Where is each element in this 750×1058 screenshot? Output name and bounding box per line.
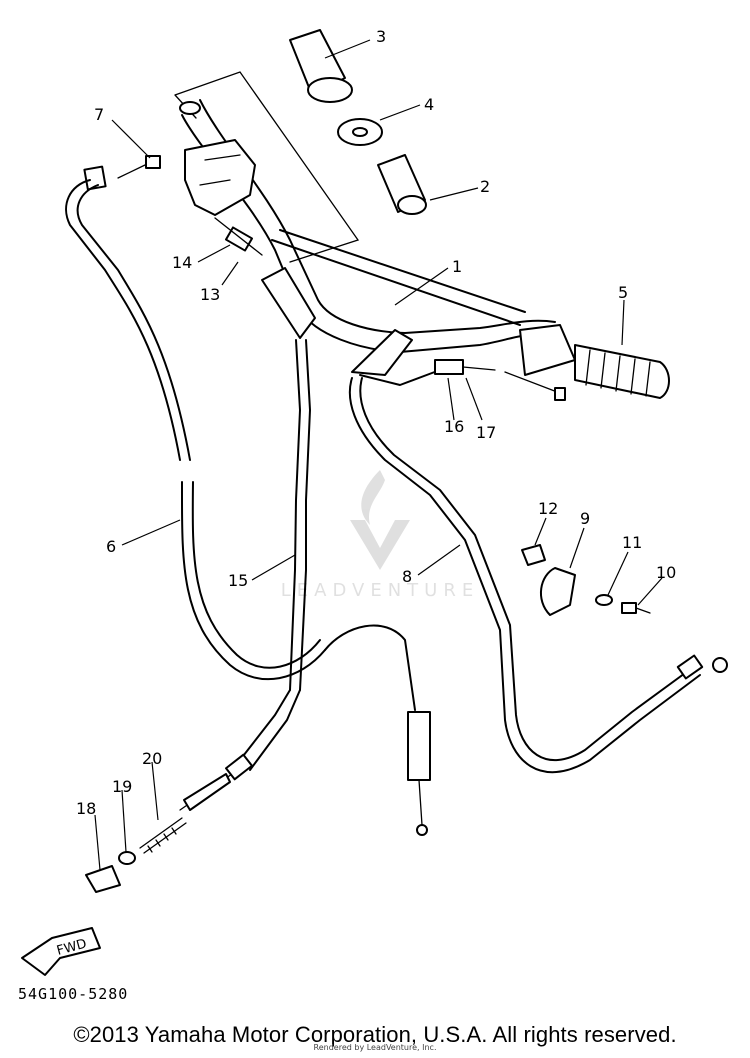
callout-12: 12 — [538, 499, 558, 518]
nut-7 — [145, 155, 161, 169]
throttle-cable — [65, 165, 431, 836]
throttle-tube — [377, 154, 427, 215]
callout-17: 17 — [476, 423, 496, 442]
left-lever-holder — [261, 267, 316, 339]
callout-6: 6 — [106, 537, 116, 556]
cable-adjuster-right — [434, 359, 566, 401]
adjuster-parts-bottom — [85, 817, 187, 893]
grip-right — [519, 324, 670, 399]
cable-adjuster-left — [214, 217, 263, 256]
callout-1: 1 — [452, 257, 462, 276]
callout-20: 20 — [142, 749, 162, 768]
callout-10: 10 — [656, 563, 676, 582]
callout-4: 4 — [424, 95, 434, 114]
leader-lines — [94, 39, 663, 871]
callout-19: 19 — [112, 777, 132, 796]
callout-7: 7 — [94, 105, 104, 124]
cable-15 — [179, 339, 311, 811]
callout-11: 11 — [622, 533, 642, 552]
callout-18: 18 — [76, 799, 96, 818]
clutch-cable — [348, 377, 728, 774]
callout-8: 8 — [402, 567, 412, 586]
grip-left — [289, 29, 353, 103]
watermark-text: LEADVENTURE — [280, 580, 480, 601]
copyright-notice: ©2013 Yamaha Motor Corporation, U.S.A. A… — [73, 1022, 677, 1047]
callout-16: 16 — [444, 417, 464, 436]
callout-9: 9 — [580, 509, 590, 528]
clutch-lever-holder — [351, 329, 441, 386]
callout-14: 14 — [172, 253, 192, 272]
callout-13: 13 — [200, 285, 220, 304]
part-code: 54G100-5280 — [18, 985, 129, 1003]
hot-starter-lever-parts — [521, 544, 651, 616]
callout-3: 3 — [376, 27, 386, 46]
rendered-by-notice: Rendered by LeadVenture, Inc. — [313, 1043, 437, 1052]
callout-numbers: 1 2 3 4 5 6 7 8 9 10 11 12 13 14 15 16 1… — [76, 27, 676, 818]
throttle-housing — [184, 139, 256, 216]
callout-5: 5 — [618, 283, 628, 302]
fwd-arrow-icon: FWD — [21, 927, 101, 976]
callout-2: 2 — [480, 177, 490, 196]
callout-15: 15 — [228, 571, 248, 590]
leadventure-watermark-logo — [350, 470, 410, 570]
